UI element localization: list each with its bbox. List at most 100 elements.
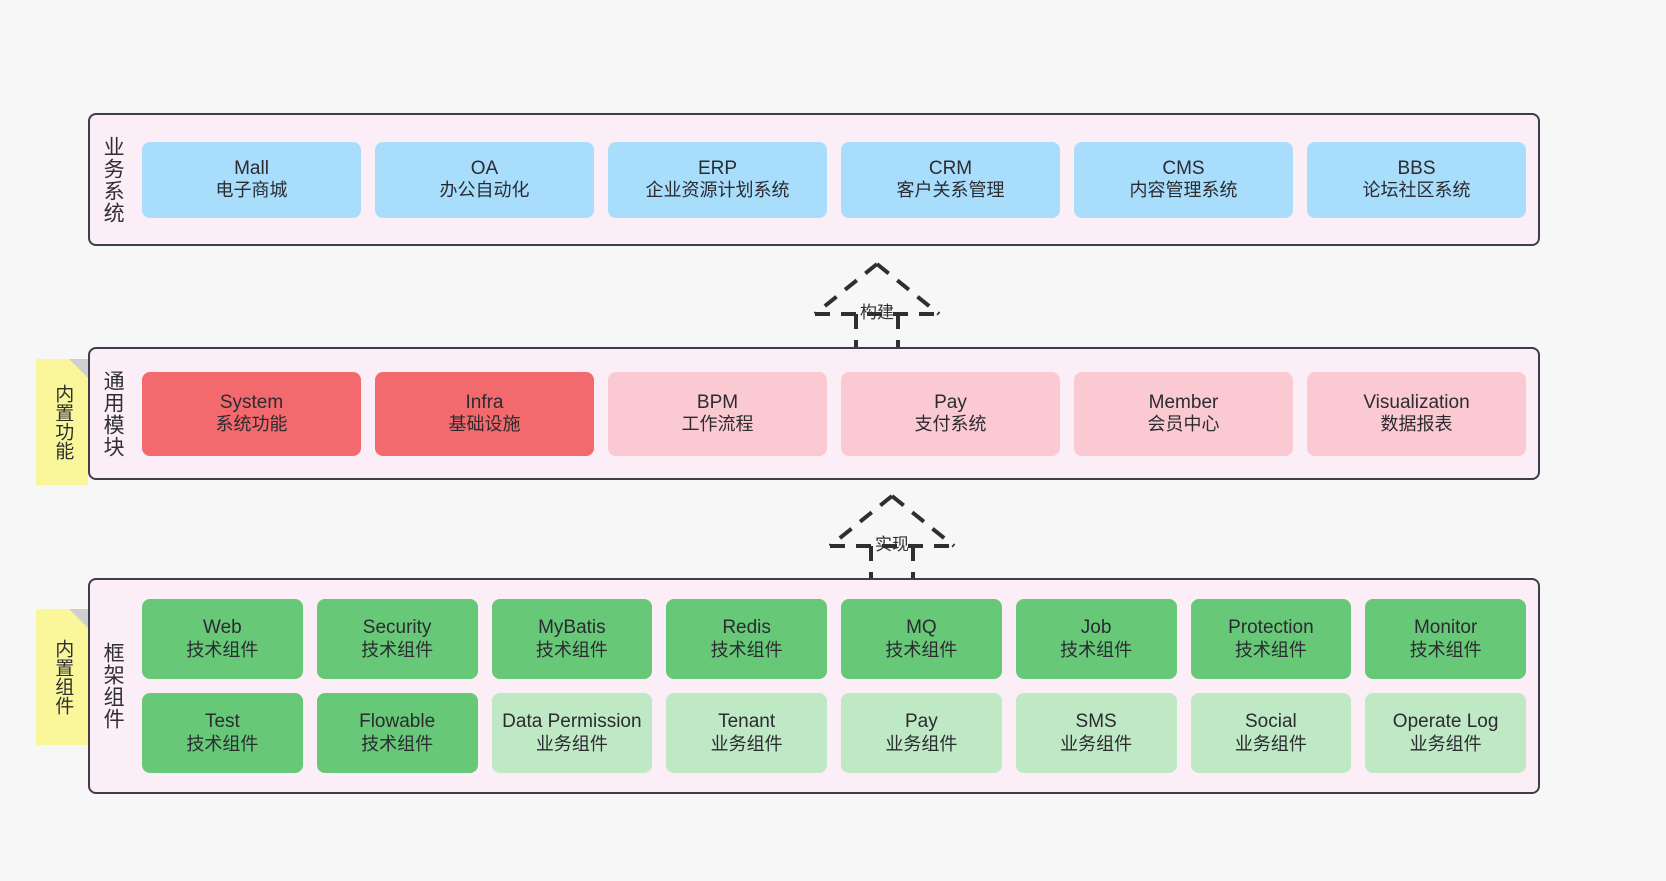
card-flowable[interactable]: Flowable 技术组件	[316, 693, 478, 773]
layer-title-framework-component: 框架组件	[101, 642, 125, 730]
layer-common-module: 通用模块 System 系统功能 Infra 基础设施 BPM 工作流程 Pay…	[88, 347, 1540, 480]
card-title-cn: 技术组件	[1234, 639, 1307, 660]
card-title-en: Redis	[722, 617, 771, 639]
connector-build: 构建	[797, 258, 957, 354]
card-title-en: Mall	[234, 157, 269, 179]
card-erp[interactable]: ERP 企业资源计划系统	[608, 141, 827, 218]
card-infra[interactable]: Infra 基础设施	[375, 371, 594, 456]
card-title-en: SMS	[1075, 711, 1117, 733]
sticky-note-builtin-components: 内置组件	[36, 609, 88, 745]
card-visualization[interactable]: Visualization 数据报表	[1307, 371, 1526, 456]
card-title-en: ERP	[697, 157, 738, 179]
card-crm[interactable]: CRM 客户关系管理	[841, 141, 1060, 218]
common-module-card-row: System 系统功能 Infra 基础设施 BPM 工作流程 Pay 支付系统…	[134, 349, 1538, 478]
card-title-cn: 技术组件	[1409, 639, 1482, 660]
card-title-cn: 业务组件	[885, 733, 958, 754]
card-title-en: Infra	[465, 391, 504, 413]
card-title-en: Pay	[905, 711, 938, 733]
card-title-en: Social	[1245, 711, 1297, 733]
layer-title-common-module: 通用模块	[101, 369, 125, 458]
card-title-en: Monitor	[1413, 617, 1478, 639]
card-title-en: Visualization	[1363, 391, 1470, 413]
connector-implement: 实现	[812, 490, 972, 586]
card-title-cn: 技术组件	[361, 639, 434, 660]
layer-business-system: 业务系统 Mall 电子商城 OA 办公自动化 ERP 企业资源计划系统 CRM…	[88, 113, 1540, 246]
card-title-en: CRM	[928, 157, 973, 179]
card-bbs[interactable]: BBS 论坛社区系统	[1307, 141, 1526, 218]
card-title-cn: 电子商城	[215, 180, 288, 201]
card-title-cn: 技术组件	[186, 639, 259, 660]
folded-corner-icon	[69, 609, 88, 628]
card-title-cn: 支付系统	[914, 414, 987, 435]
card-title-en: Flowable	[359, 711, 436, 733]
card-monitor[interactable]: Monitor 技术组件	[1365, 599, 1526, 679]
card-oa[interactable]: OA 办公自动化	[375, 141, 594, 218]
layer-title-business-system: 业务系统	[101, 135, 125, 224]
card-title-en: System	[219, 391, 284, 413]
card-title-cn: 论坛社区系统	[1362, 180, 1471, 201]
card-title-cn: 业务组件	[1234, 733, 1307, 754]
framework-row-technical: Web 技术组件 Security 技术组件 MyBatis 技术组件 Redi…	[142, 599, 1526, 679]
card-title-en: Web	[203, 617, 242, 639]
card-title-cn: 业务组件	[535, 733, 608, 754]
card-web[interactable]: Web 技术组件	[142, 599, 303, 679]
card-title-cn: 业务组件	[1409, 733, 1482, 754]
framework-row-business: Test 技术组件 Flowable 技术组件 Data Permission …	[142, 693, 1526, 773]
card-title-cn: 企业资源计划系统	[645, 180, 790, 201]
card-title-cn: 业务组件	[1060, 733, 1133, 754]
card-tenant[interactable]: Tenant 业务组件	[666, 693, 827, 773]
connector-label-build: 构建	[860, 303, 894, 322]
card-member[interactable]: Member 会员中心	[1074, 371, 1293, 456]
card-system[interactable]: System 系统功能	[142, 371, 361, 456]
card-title-en: Job	[1080, 617, 1112, 639]
card-security[interactable]: Security 技术组件	[316, 599, 478, 679]
card-redis[interactable]: Redis 技术组件	[666, 599, 827, 679]
card-title-en: MyBatis	[538, 617, 606, 639]
sticky-note-label: 内置功能	[52, 384, 74, 460]
card-title-en: OA	[470, 157, 499, 179]
card-title-cn: 基础设施	[448, 414, 521, 435]
card-title-cn: 技术组件	[885, 639, 958, 660]
card-pay[interactable]: Pay 支付系统	[841, 371, 1060, 456]
layer-framework-component: 框架组件 Web 技术组件 Security 技术组件 MyBatis 技术组件…	[88, 578, 1540, 794]
sticky-note-builtin-features: 内置功能	[36, 359, 88, 485]
card-job[interactable]: Job 技术组件	[1015, 599, 1177, 679]
sticky-note-label: 内置组件	[52, 639, 74, 715]
card-social[interactable]: Social 业务组件	[1190, 693, 1352, 773]
card-test[interactable]: Test 技术组件	[142, 693, 303, 773]
card-title-en: Operate Log	[1392, 711, 1499, 733]
card-title-cn: 技术组件	[535, 639, 608, 660]
card-sms[interactable]: SMS 业务组件	[1015, 693, 1177, 773]
card-title-cn: 业务组件	[710, 733, 783, 754]
card-mall[interactable]: Mall 电子商城	[142, 141, 361, 218]
card-title-cn: 数据报表	[1380, 414, 1453, 435]
card-data-permission[interactable]: Data Permission 业务组件	[491, 693, 653, 773]
card-title-en: BBS	[1397, 157, 1436, 179]
card-protection[interactable]: Protection 技术组件	[1190, 599, 1352, 679]
card-title-en: Protection	[1228, 617, 1314, 639]
card-title-en: Security	[362, 617, 432, 639]
card-title-cn: 客户关系管理	[896, 180, 1005, 201]
card-title-en: Pay	[934, 391, 967, 413]
card-cms[interactable]: CMS 内容管理系统	[1074, 141, 1293, 218]
card-title-cn: 内容管理系统	[1129, 180, 1238, 201]
framework-component-grid: Web 技术组件 Security 技术组件 MyBatis 技术组件 Redi…	[134, 580, 1538, 792]
card-title-cn: 技术组件	[186, 733, 259, 754]
card-title-cn: 技术组件	[1060, 639, 1133, 660]
card-operate-log[interactable]: Operate Log 业务组件	[1365, 693, 1526, 773]
card-title-en: CMS	[1162, 157, 1205, 179]
card-title-cn: 技术组件	[361, 733, 434, 754]
card-title-cn: 办公自动化	[439, 180, 530, 201]
card-mybatis[interactable]: MyBatis 技术组件	[491, 599, 653, 679]
card-title-en: Test	[204, 711, 240, 733]
folded-corner-icon	[69, 359, 88, 378]
card-bpm[interactable]: BPM 工作流程	[608, 371, 827, 456]
card-mq[interactable]: MQ 技术组件	[841, 599, 1002, 679]
business-system-card-row: Mall 电子商城 OA 办公自动化 ERP 企业资源计划系统 CRM 客户关系…	[134, 115, 1538, 244]
card-title-en: Member	[1148, 391, 1219, 413]
connector-label-implement: 实现	[875, 535, 909, 554]
card-title-cn: 系统功能	[215, 414, 288, 435]
card-title-en: MQ	[906, 617, 937, 639]
card-pay-business[interactable]: Pay 业务组件	[841, 693, 1002, 773]
